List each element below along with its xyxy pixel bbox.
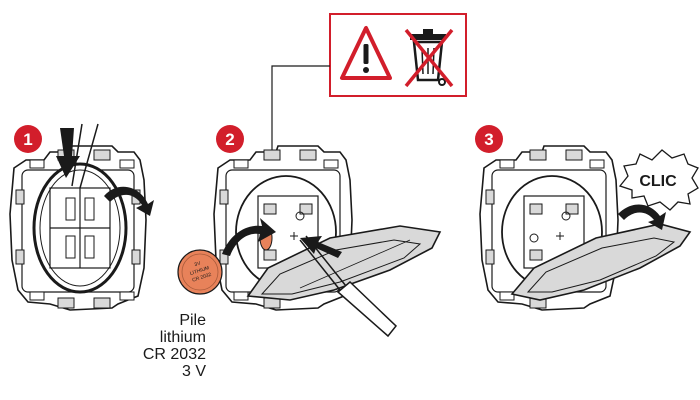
screwdriver <box>299 235 398 338</box>
battery-caption-line-3: CR 2032 <box>142 346 206 363</box>
step-1-number: 1 <box>23 130 32 149</box>
battery-caption-line-2: lithium <box>159 329 206 346</box>
cover-opened-2 <box>246 225 442 301</box>
warning-panel <box>329 13 467 97</box>
step-3: 3 <box>475 125 699 311</box>
insert-arrow-1 <box>222 218 276 256</box>
close-arrow <box>618 204 666 230</box>
cover-closing-3 <box>510 223 692 301</box>
battery-label-line-3: CR 2032 <box>192 272 213 284</box>
screwdriver-tip-1 <box>71 123 99 189</box>
front-cover <box>32 162 128 294</box>
step-1: 1 <box>9 123 154 311</box>
warning-triangle-icon <box>340 26 392 80</box>
battery-caption: Pile lithium CR 2032 3 V <box>120 312 206 380</box>
coin-battery: 3V LITHIUM CR 2032 <box>177 249 223 295</box>
battery-label-line-2: LITHIUM <box>189 265 210 277</box>
step-2: 2 <box>177 125 442 338</box>
step-3-number: 3 <box>484 130 493 149</box>
crossed-out-bin-icon <box>404 28 454 88</box>
battery-label-line-1: 3V <box>194 260 202 268</box>
battery-caption-line-1: Pile <box>179 312 206 329</box>
step-2-badge: 2 <box>216 125 244 153</box>
step-3-badge: 3 <box>475 125 503 153</box>
clic-text: CLIC <box>639 173 677 190</box>
step-1-badge: 1 <box>14 125 42 153</box>
rotate-arrow <box>104 186 154 216</box>
step-2-number: 2 <box>225 130 234 149</box>
clic-callout: CLIC <box>618 149 699 211</box>
battery-caption-line-4: 3 V <box>181 363 206 380</box>
press-arrow <box>56 128 80 178</box>
